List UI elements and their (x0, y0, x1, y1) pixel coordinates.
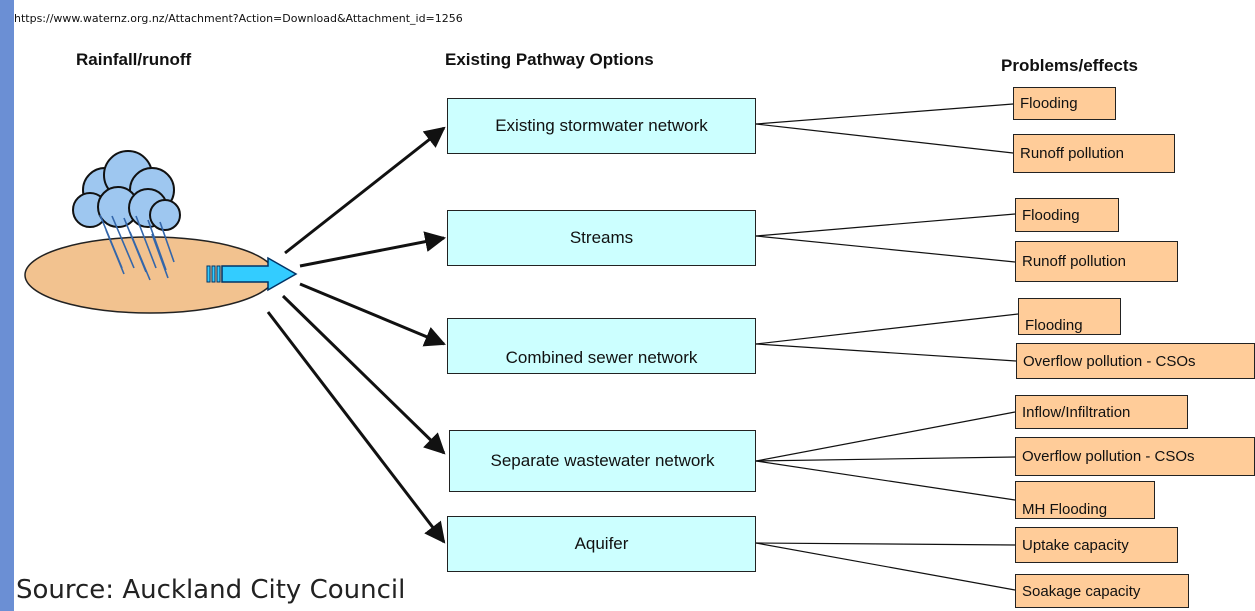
heading-pathways: Existing Pathway Options (445, 50, 654, 69)
arrow-to-streams (299, 231, 447, 268)
arrow-to-aquifer (266, 311, 446, 544)
effect-label: MH Flooding (1022, 501, 1108, 518)
effect-box: Flooding (1013, 87, 1116, 120)
effect-box: Overflow pollution - CSOs (1016, 343, 1255, 379)
source-url: https://www.waternz.org.nz/Attachment?Ac… (14, 12, 463, 25)
effect-label: Overflow pollution - CSOs (1023, 352, 1196, 370)
heading-problems: Problems/effects (1001, 56, 1138, 75)
pathway-box-wastewater: Separate wastewater network (449, 430, 756, 492)
pathway-label: Aquifer (574, 534, 629, 553)
rain-cloud-icon (72, 150, 181, 281)
effect-box: Flooding (1015, 198, 1119, 232)
effect-box: Soakage capacity (1015, 574, 1189, 608)
effect-box: Runoff pollution (1015, 241, 1178, 282)
left-accent-bar (0, 0, 14, 611)
effect-label: Flooding (1022, 206, 1080, 224)
effect-box: Inflow/Infiltration (1015, 395, 1188, 429)
pathway-box-aquifer: Aquifer (447, 516, 756, 572)
effect-box: MH Flooding (1015, 481, 1155, 519)
effect-box: Overflow pollution - CSOs (1015, 437, 1255, 476)
effect-label: Overflow pollution - CSOs (1022, 448, 1195, 465)
pathway-box-stormwater: Existing stormwater network (447, 98, 756, 154)
pathway-label: Separate wastewater network (490, 451, 715, 470)
effect-label: Runoff pollution (1022, 253, 1126, 270)
arrow-to-combined (299, 282, 446, 347)
runoff-arrow-icon (206, 256, 298, 292)
effect-box: Flooding (1018, 298, 1121, 335)
effect-label: Flooding (1025, 317, 1083, 334)
arrow-to-stormwater (284, 126, 446, 255)
effect-connectors (755, 103, 1019, 591)
pathway-label: Existing stormwater network (495, 116, 708, 135)
effect-label: Soakage capacity (1022, 582, 1141, 600)
effect-label: Inflow/Infiltration (1022, 403, 1131, 421)
arrow-to-wastewater (281, 294, 446, 455)
effect-label: Flooding (1020, 95, 1078, 112)
pathway-label: Streams (569, 228, 634, 247)
source-credit: Source: Auckland City Council (16, 575, 406, 605)
heading-rainfall: Rainfall/runoff (76, 50, 192, 69)
pathway-box-combined-sewer: Combined sewer network (447, 318, 756, 374)
effect-box: Runoff pollution (1013, 134, 1175, 173)
effect-label: Uptake capacity (1022, 536, 1129, 554)
effect-label: Runoff pollution (1020, 145, 1124, 162)
effect-box: Uptake capacity (1015, 527, 1178, 563)
pathway-box-streams: Streams (447, 210, 756, 266)
pathway-label: Combined sewer network (505, 348, 698, 367)
